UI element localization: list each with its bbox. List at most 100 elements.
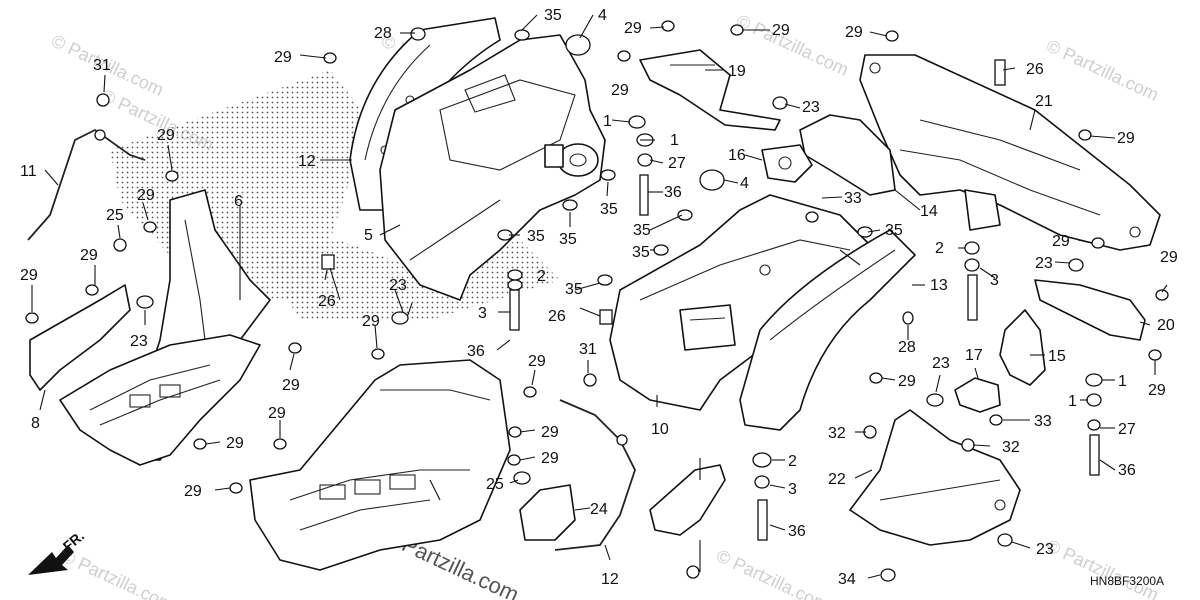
- callout-29: 29: [80, 247, 98, 264]
- callout-30: 32: [1002, 439, 1020, 456]
- callout-14: 14: [920, 203, 938, 220]
- callout-33: 35: [544, 7, 562, 24]
- callout-8: 8: [31, 415, 40, 432]
- callout-29: 29: [898, 373, 916, 390]
- callout-10: 11: [20, 163, 37, 180]
- callout-24: 23: [802, 99, 820, 116]
- part-16-cover: [761, 144, 813, 183]
- fasteners: [25, 20, 1169, 582]
- leader-lines: [31, 14, 1168, 579]
- callout-15: 15: [1048, 348, 1066, 365]
- watermark-text: © Partzilla.com: [1043, 535, 1161, 600]
- callout-27: 27: [1118, 421, 1136, 438]
- callout-1: 1: [603, 113, 612, 130]
- callout-5: 5: [364, 227, 373, 244]
- callout-29: 29: [1117, 130, 1135, 147]
- part-15-guard: [999, 309, 1046, 386]
- callout-29: 29: [845, 24, 863, 41]
- callout-33: 35: [559, 231, 577, 248]
- callout-24: 23: [1035, 255, 1053, 272]
- callout-29: 29: [528, 353, 546, 370]
- callout-29: 29: [282, 377, 300, 394]
- callout-24: 23: [1036, 541, 1054, 558]
- callout-29: 29: [772, 22, 790, 39]
- callout-3: 3: [990, 272, 999, 289]
- callout-26: 26: [548, 308, 566, 325]
- callout-16: 16: [728, 147, 746, 164]
- callout-29: 29: [362, 313, 380, 330]
- callout-29: 29: [1148, 382, 1166, 399]
- part-22-cover: [519, 484, 576, 541]
- callout-29: 29: [1160, 249, 1178, 266]
- callout-24: 23: [130, 333, 148, 350]
- callout-29: 29: [226, 435, 244, 452]
- callout-2: 2: [935, 240, 944, 257]
- callout-26: 26: [318, 293, 336, 310]
- callout-32: 33: [1034, 413, 1052, 430]
- part-footwell: [249, 359, 511, 571]
- callout-33: 35: [633, 222, 651, 239]
- callout-1: 1: [1068, 393, 1077, 410]
- callout-24: 23: [389, 277, 407, 294]
- callout-30: 32: [828, 425, 846, 442]
- callout-29: 29: [274, 49, 292, 66]
- callout-29: 29: [268, 405, 286, 422]
- callout-34: 36: [1118, 462, 1136, 479]
- callout-2: 2: [537, 268, 546, 285]
- callout-29: 29: [624, 20, 642, 37]
- callout-29: 29: [184, 483, 202, 500]
- callout-23: 25: [106, 207, 124, 224]
- part-21-skid-plate: [849, 409, 1021, 546]
- callout-19: 20: [1157, 317, 1175, 334]
- part-10-cable: [27, 128, 146, 241]
- callout-33: 35: [565, 281, 583, 298]
- part-19-bracket: [1034, 279, 1146, 341]
- callout-34: 36: [788, 523, 806, 540]
- part-5-rear-fender-box: [379, 34, 606, 301]
- callout-25: 34: [838, 571, 856, 588]
- callout-31: 31: [93, 57, 111, 74]
- callout-28: 28: [374, 25, 392, 42]
- part-8-footrest: [29, 284, 261, 466]
- callout-18: 19: [728, 63, 746, 80]
- callout-29: 29: [157, 127, 175, 144]
- callout-29: 29: [541, 424, 559, 441]
- callout-29: 29: [611, 82, 629, 99]
- callout-34: 36: [467, 343, 485, 360]
- arrow-icon: [28, 545, 74, 575]
- callout-22: 24: [590, 501, 608, 518]
- callout-29: 29: [541, 450, 559, 467]
- callout-3: 3: [788, 481, 797, 498]
- callout-33: 35: [632, 244, 650, 261]
- callout-34: 36: [664, 184, 682, 201]
- callout-29: 29: [1052, 233, 1070, 250]
- part-9-main-fender: [609, 194, 871, 411]
- callout-20: 21: [1035, 93, 1053, 110]
- callout-4: 4: [740, 175, 749, 192]
- callout-26: 26: [1026, 61, 1044, 78]
- callout-21: 22: [828, 471, 846, 488]
- part-13-fender-flap: [739, 229, 916, 431]
- callout-17: 17: [965, 347, 983, 364]
- callout-12: 12: [298, 153, 316, 170]
- callout-13: 13: [930, 277, 948, 294]
- callout-33: 35: [885, 222, 903, 239]
- callout-6: 6: [234, 193, 243, 210]
- callout-32: 33: [844, 190, 862, 207]
- callout-28: 28: [898, 339, 916, 356]
- callout-1: 1: [1118, 373, 1127, 390]
- callout-9: 10: [651, 421, 669, 438]
- callout-24: 23: [932, 355, 950, 372]
- callout-29: 29: [137, 187, 155, 204]
- part-35-side-plate: [649, 464, 726, 536]
- watermark-text: © Partzilla.com: [58, 545, 176, 600]
- part-11-cable: [554, 399, 636, 551]
- callout-numbers: 35 4 28 29 29 29 29 29 19 23 26 21 29 1 …: [20, 7, 1178, 588]
- callout-27: 27: [668, 155, 686, 172]
- callout-11: 12: [601, 571, 619, 588]
- callout-4: 4: [598, 7, 607, 24]
- callout-33: 35: [527, 228, 545, 245]
- diagram-code: HN8BF3200A: [1090, 574, 1164, 588]
- part-17-cover: [954, 377, 1001, 413]
